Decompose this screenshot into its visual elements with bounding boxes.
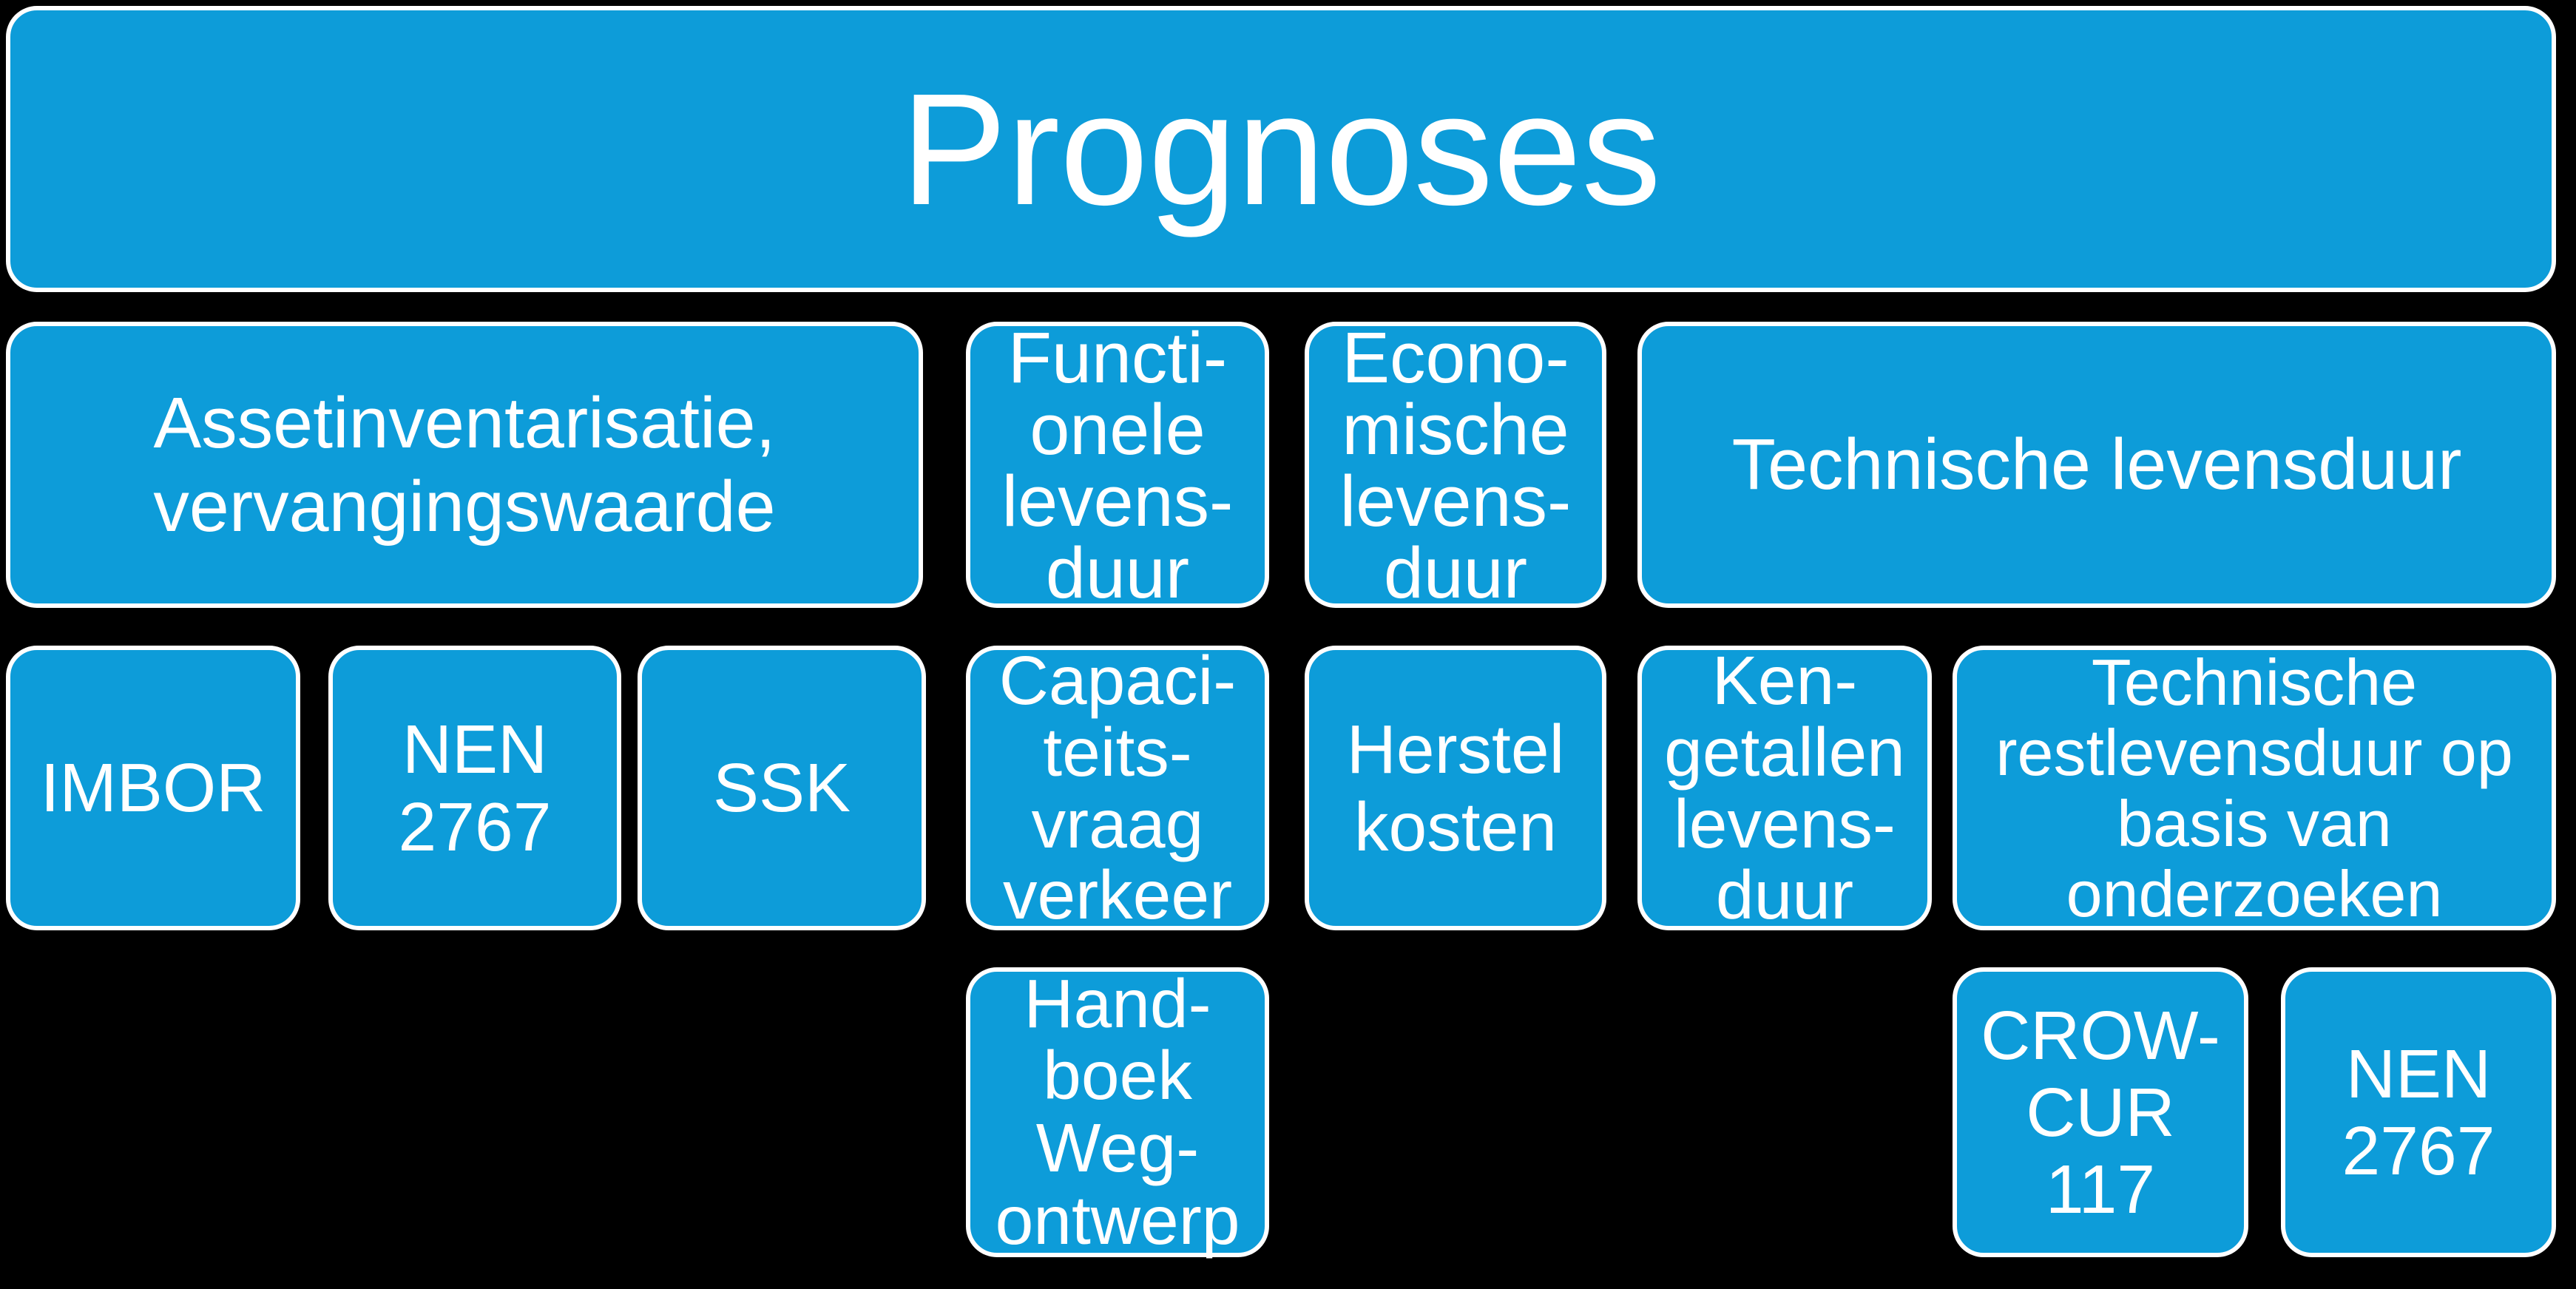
- box-capaciteitsvraag-verkeer-label: Capaci- teits- vraag verkeer: [998, 642, 1237, 934]
- box-technische-levensduur: Technische levensduur: [1637, 322, 2556, 608]
- box-imbor: IMBOR: [6, 646, 300, 930]
- box-capaciteitsvraag-verkeer: Capaci- teits- vraag verkeer: [966, 642, 1269, 934]
- title-label: Prognoses: [901, 59, 1661, 238]
- box-herstelkosten: Herstel kosten: [1305, 646, 1606, 930]
- box-imbor-label: IMBOR: [40, 749, 266, 827]
- box-technische-restlevensduur-label: Technische restlevensduur op basis van o…: [1995, 646, 2513, 930]
- box-crow-cur-117: CROW- CUR 117: [1953, 967, 2248, 1257]
- box-economische-levensduur: Econo- mische levens- duur: [1305, 317, 1606, 613]
- title-box: Prognoses: [6, 6, 2556, 292]
- box-handboek-wegontwerp-label: Hand- boek Weg- ontwerp: [995, 964, 1240, 1259]
- box-functionele-levensduur-label: Functi- onele levens- duur: [1001, 317, 1234, 613]
- box-ssk: SSK: [638, 646, 926, 930]
- box-economische-levensduur-label: Econo- mische levens- duur: [1339, 317, 1572, 613]
- box-nen-2767: NEN 2767: [328, 646, 621, 930]
- box-nen-2767-bottom-label: NEN 2767: [2342, 1035, 2495, 1189]
- box-assetinventarisatie-label: Assetinventarisatie, vervangingswaarde: [153, 382, 776, 547]
- box-kengetallen-levensduur-label: Ken- getallen levens- duur: [1664, 642, 1905, 934]
- box-nen-2767-label: NEN 2767: [398, 711, 552, 865]
- box-ssk-label: SSK: [712, 749, 851, 827]
- box-nen-2767-bottom: NEN 2767: [2281, 967, 2556, 1257]
- box-handboek-wegontwerp: Hand- boek Weg- ontwerp: [966, 967, 1269, 1257]
- box-kengetallen-levensduur: Ken- getallen levens- duur: [1637, 642, 1932, 934]
- box-functionele-levensduur: Functi- onele levens- duur: [966, 317, 1269, 613]
- box-technische-levensduur-label: Technische levensduur: [1731, 424, 2462, 505]
- box-assetinventarisatie-vervangingswaarde: Assetinventarisatie, vervangingswaarde: [6, 322, 923, 608]
- box-crow-cur-117-label: CROW- CUR 117: [1981, 996, 2220, 1228]
- box-herstelkosten-label: Herstel kosten: [1346, 711, 1565, 865]
- box-technische-restlevensduur: Technische restlevensduur op basis van o…: [1953, 646, 2556, 930]
